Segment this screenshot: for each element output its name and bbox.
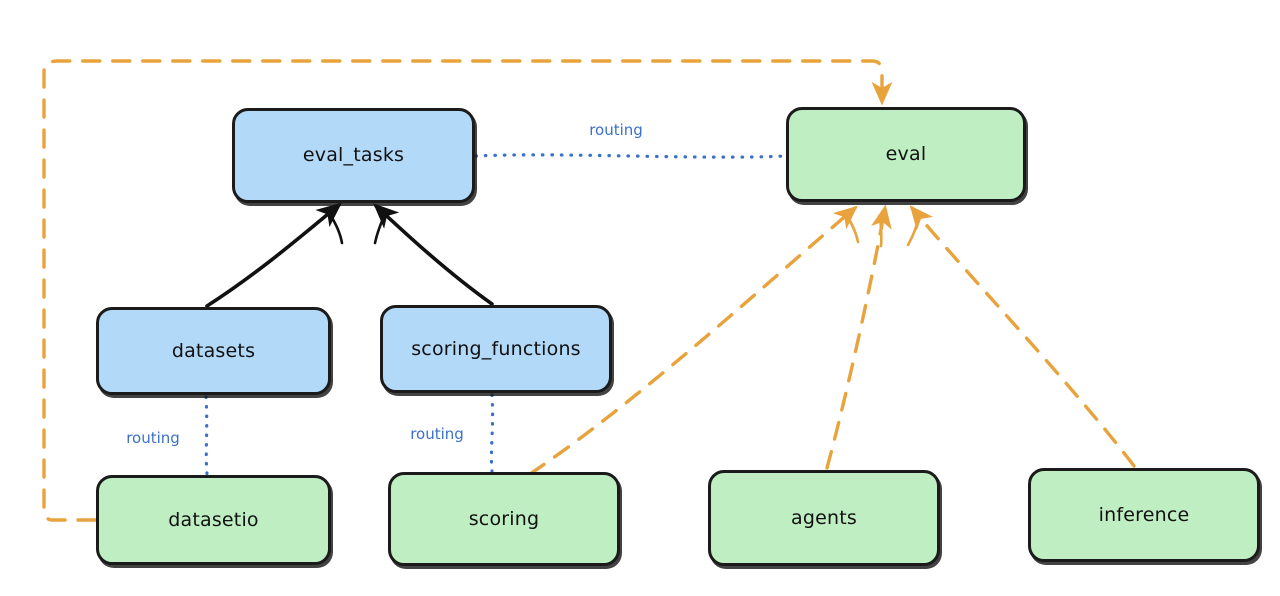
node-eval[interactable]: eval [786, 107, 1026, 202]
node-label: scoring_functions [411, 337, 581, 360]
node-datasets[interactable]: datasets [96, 307, 331, 395]
edge-inference-eval [906, 205, 1136, 468]
node-label: agents [791, 506, 857, 529]
node-scoring[interactable]: scoring [388, 472, 620, 566]
edge-label-routing-eval: routing [589, 121, 643, 139]
node-label: scoring [468, 507, 540, 530]
node-label: eval [885, 143, 927, 166]
edge-agents-eval [825, 204, 892, 470]
node-eval-tasks[interactable]: eval_tasks [232, 108, 475, 203]
node-inference[interactable]: inference [1028, 468, 1260, 562]
edge-label-routing-scoring: routing [410, 425, 464, 443]
node-label: inference [1098, 503, 1190, 526]
edge-eval_tasks-eval [474, 153, 787, 159]
edge-scoring_functions-eval_tasks [373, 203, 494, 306]
edge-scoring_functions-scoring [489, 393, 495, 473]
node-agents[interactable]: agents [708, 470, 940, 566]
edge-datasets-datasetio [204, 395, 209, 476]
edge-datasets-eval_tasks [205, 202, 344, 308]
node-datasetio[interactable]: datasetio [96, 475, 331, 565]
node-label: datasetio [168, 508, 259, 531]
node-scoring-functions[interactable]: scoring_functions [380, 305, 612, 393]
node-label: datasets [171, 339, 256, 362]
node-label: eval_tasks [302, 144, 405, 167]
edge-label-routing-datasetio: routing [126, 429, 180, 447]
